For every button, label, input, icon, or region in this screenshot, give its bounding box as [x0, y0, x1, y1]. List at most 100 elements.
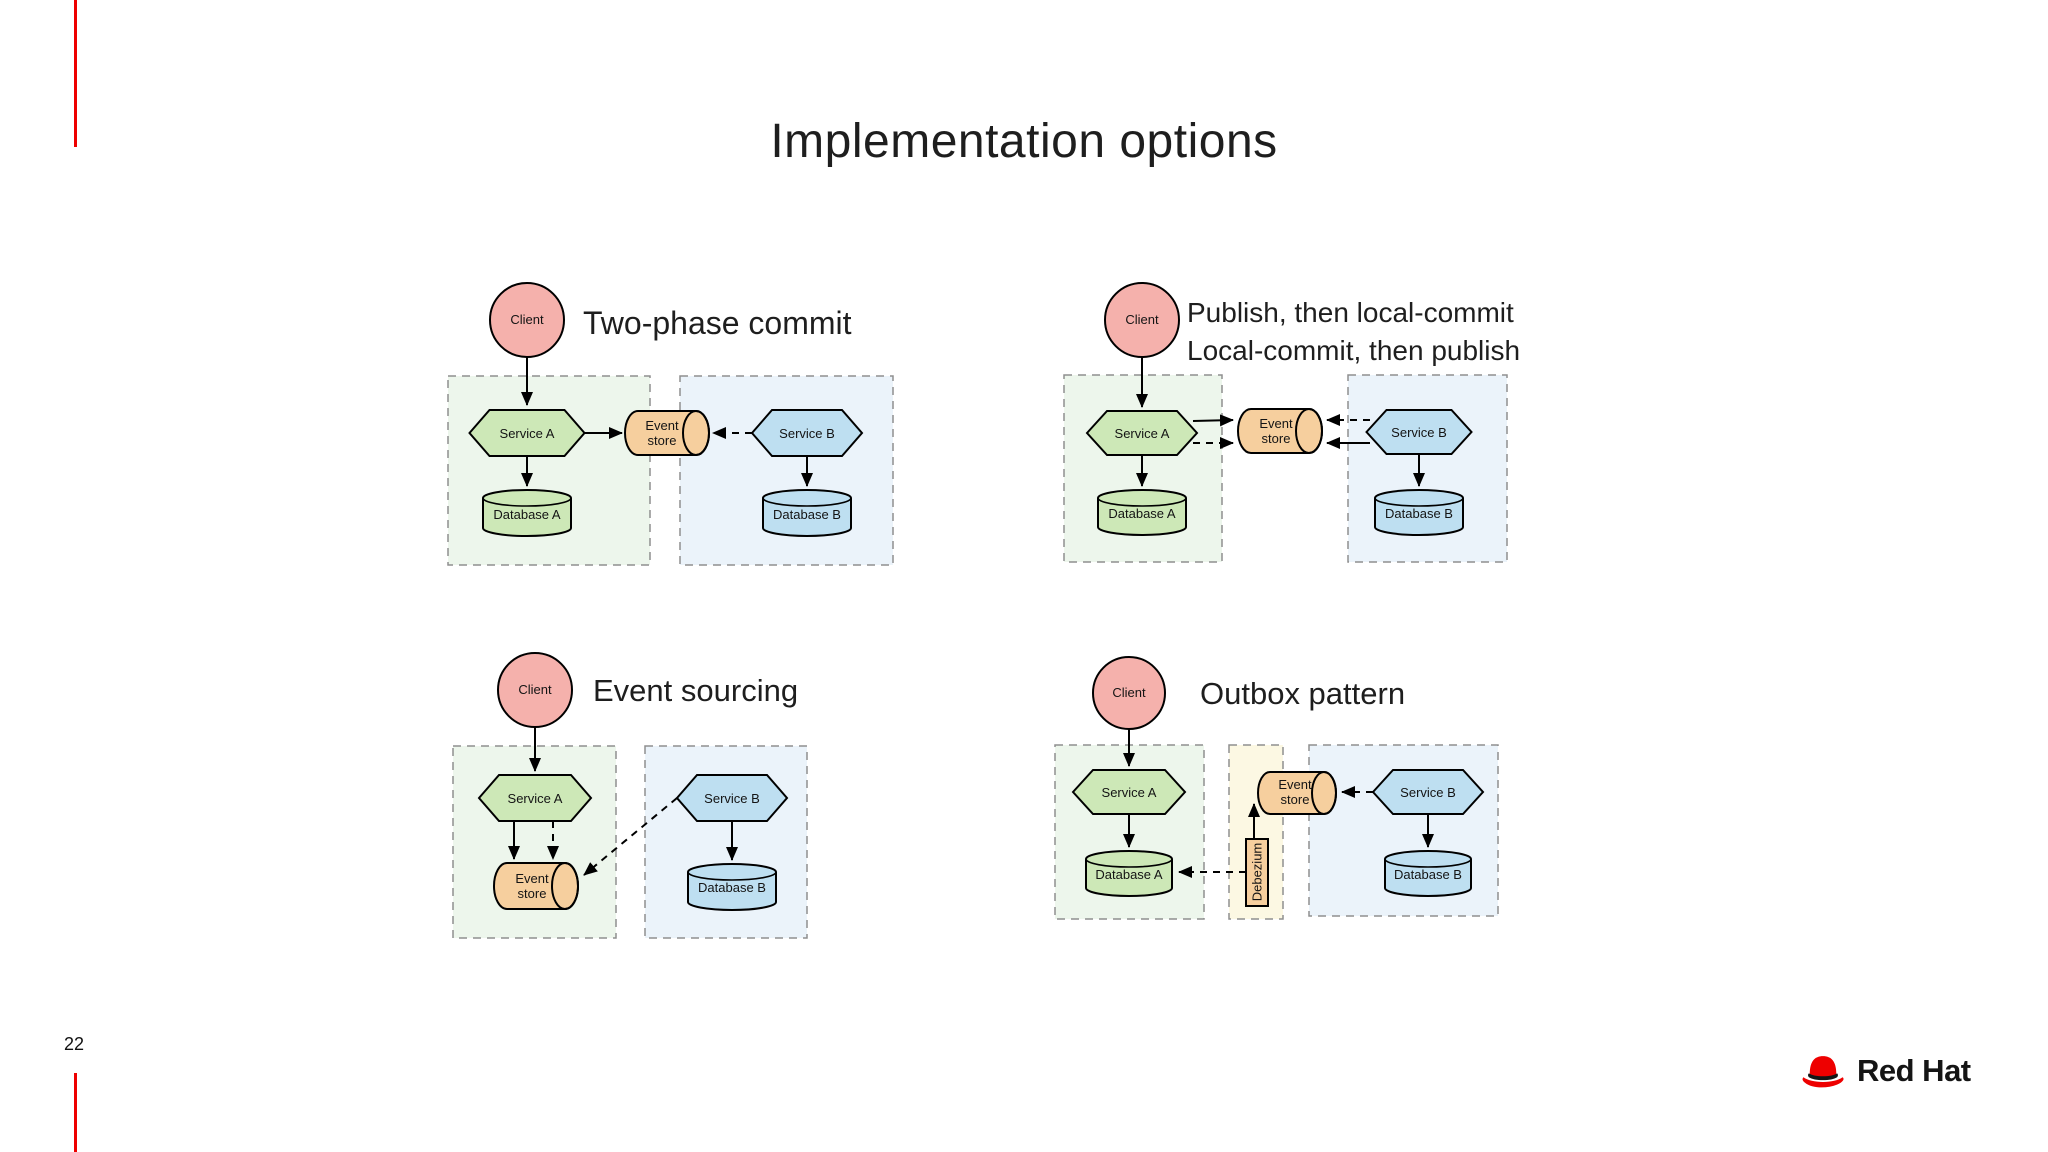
service-a-label: Service A: [508, 791, 563, 806]
database-b-node: Database B: [1384, 850, 1472, 897]
diagram-event-sourcing: Event sourcing Client Service A Event st…: [452, 652, 808, 939]
database-b-label: Database B: [1394, 867, 1462, 882]
database-a-label: Database A: [493, 507, 561, 522]
service-b-hexagon: [1365, 409, 1473, 455]
database-b-node: Database B: [1374, 489, 1464, 536]
service-b-node: Service B: [675, 774, 789, 822]
event-store-cap: [551, 862, 579, 910]
database-b-cap: [1384, 858, 1472, 868]
event-store-label-line2: store: [1281, 792, 1310, 807]
service-a-zone: [447, 375, 651, 566]
database-a-node: Database A: [1085, 850, 1173, 897]
event-store-label-line2: store: [518, 886, 547, 901]
client-node: Client: [1104, 282, 1180, 358]
event-store-label-line1: Event: [1278, 777, 1312, 792]
event-store-node: Event store: [624, 410, 710, 456]
service-b-label: Service B: [704, 791, 760, 806]
database-a-cylinder: [482, 489, 572, 537]
client-circle: [1104, 282, 1180, 358]
database-b-label: Database B: [1385, 506, 1453, 521]
client-circle: [1092, 656, 1166, 730]
service-a-node: Service A: [1085, 410, 1199, 456]
database-b-cylinder: [762, 489, 852, 537]
event-store-label-line1: Event: [1259, 416, 1293, 431]
red-hat-logo: Red Hat: [1798, 1053, 1971, 1089]
database-b-cap: [1374, 497, 1464, 507]
red-hat-fedora-icon: [1802, 1056, 1844, 1088]
service-a-hexagon: [1071, 769, 1187, 815]
database-b-cylinder: [1384, 850, 1472, 897]
debezium-node: Debezium: [1245, 838, 1269, 907]
service-a-hexagon: [477, 774, 593, 822]
service-a-label: Service A: [500, 426, 555, 441]
event-store-label-line1: Event: [515, 871, 549, 886]
diagram-title: Outbox pattern: [1200, 676, 1405, 711]
service-a-hexagon: [468, 409, 586, 457]
service-b-zone: [679, 375, 894, 566]
diagram-title: Event sourcing: [593, 673, 798, 708]
diagram-two-phase-commit: Two-phase commit Client Service A Event …: [447, 282, 894, 566]
service-a-node: Service A: [468, 409, 586, 457]
client-node: Client: [497, 652, 573, 728]
database-b-cylinder: [687, 863, 777, 911]
client-circle: [497, 652, 573, 728]
database-b-cap: [762, 497, 852, 507]
service-b-node: Service B: [1365, 409, 1473, 455]
service-a-label: Service A: [1102, 785, 1157, 800]
client-node: Client: [1092, 656, 1166, 730]
event-store-label-line1: Event: [645, 418, 679, 433]
database-b-label: Database B: [773, 507, 841, 522]
event-store-node: Event store: [493, 862, 579, 910]
service-a-node: Service A: [1071, 769, 1187, 815]
diagram-outbox-pattern: Outbox pattern Client Service A Database…: [1054, 656, 1499, 920]
client-node: Client: [489, 282, 565, 358]
red-accent-bar-top: [74, 0, 77, 147]
database-a-cylinder: [1085, 850, 1173, 897]
event-store-label-line2: store: [1262, 431, 1291, 446]
service-a-node: Service A: [477, 774, 593, 822]
database-a-cap: [482, 497, 572, 507]
database-a-cylinder: [1097, 489, 1187, 536]
service-b-node: Service B: [1371, 769, 1485, 815]
database-a-cap: [1085, 858, 1173, 868]
service-b-label: Service B: [1391, 425, 1447, 440]
diagram-title-line1: Publish, then local-commit: [1187, 297, 1514, 328]
diagram-publish-local-commit: Publish, then local-commit Local-commit,…: [1063, 282, 1520, 563]
diagram-title-line2: Local-commit, then publish: [1187, 335, 1520, 366]
database-a-node: Database A: [1097, 489, 1187, 536]
event-store-cap: [1311, 771, 1337, 815]
brand-wordmark: Red Hat: [1857, 1053, 1971, 1088]
red-accent-bar-bottom: [74, 1073, 77, 1152]
database-b-cylinder: [1374, 489, 1464, 536]
database-b-node: Database B: [762, 489, 852, 537]
service-b-hexagon: [1371, 769, 1485, 815]
diagram-title: Two-phase commit: [583, 305, 852, 341]
database-a-cap: [1097, 497, 1187, 507]
database-b-label: Database B: [698, 880, 766, 895]
debezium-rect: [1245, 838, 1269, 907]
service-a-hexagon: [1085, 410, 1199, 456]
event-store-node: Event store: [1237, 408, 1323, 454]
client-circle: [489, 282, 565, 358]
client-label: Client: [1125, 312, 1159, 327]
event-store-node: Event store: [1257, 771, 1337, 815]
database-a-label: Database A: [1095, 867, 1163, 882]
client-label: Client: [518, 682, 552, 697]
page-number: 22: [64, 1034, 85, 1054]
service-a-label: Service A: [1115, 426, 1170, 441]
client-label: Client: [1112, 685, 1146, 700]
service-b-label: Service B: [779, 426, 835, 441]
service-b-label: Service B: [1400, 785, 1456, 800]
arrow-service-a-publish: [1192, 414, 1234, 427]
service-b-hexagon: [750, 409, 864, 457]
page-title: Implementation options: [770, 115, 1278, 168]
database-b-node: Database B: [687, 863, 777, 911]
event-store-cap: [1295, 408, 1323, 454]
database-a-node: Database A: [482, 489, 572, 537]
event-store-label-line2: store: [648, 433, 677, 448]
debezium-label: Debezium: [1250, 843, 1265, 902]
database-a-label: Database A: [1108, 506, 1176, 521]
database-b-cap: [687, 871, 777, 881]
service-b-hexagon: [675, 774, 789, 822]
